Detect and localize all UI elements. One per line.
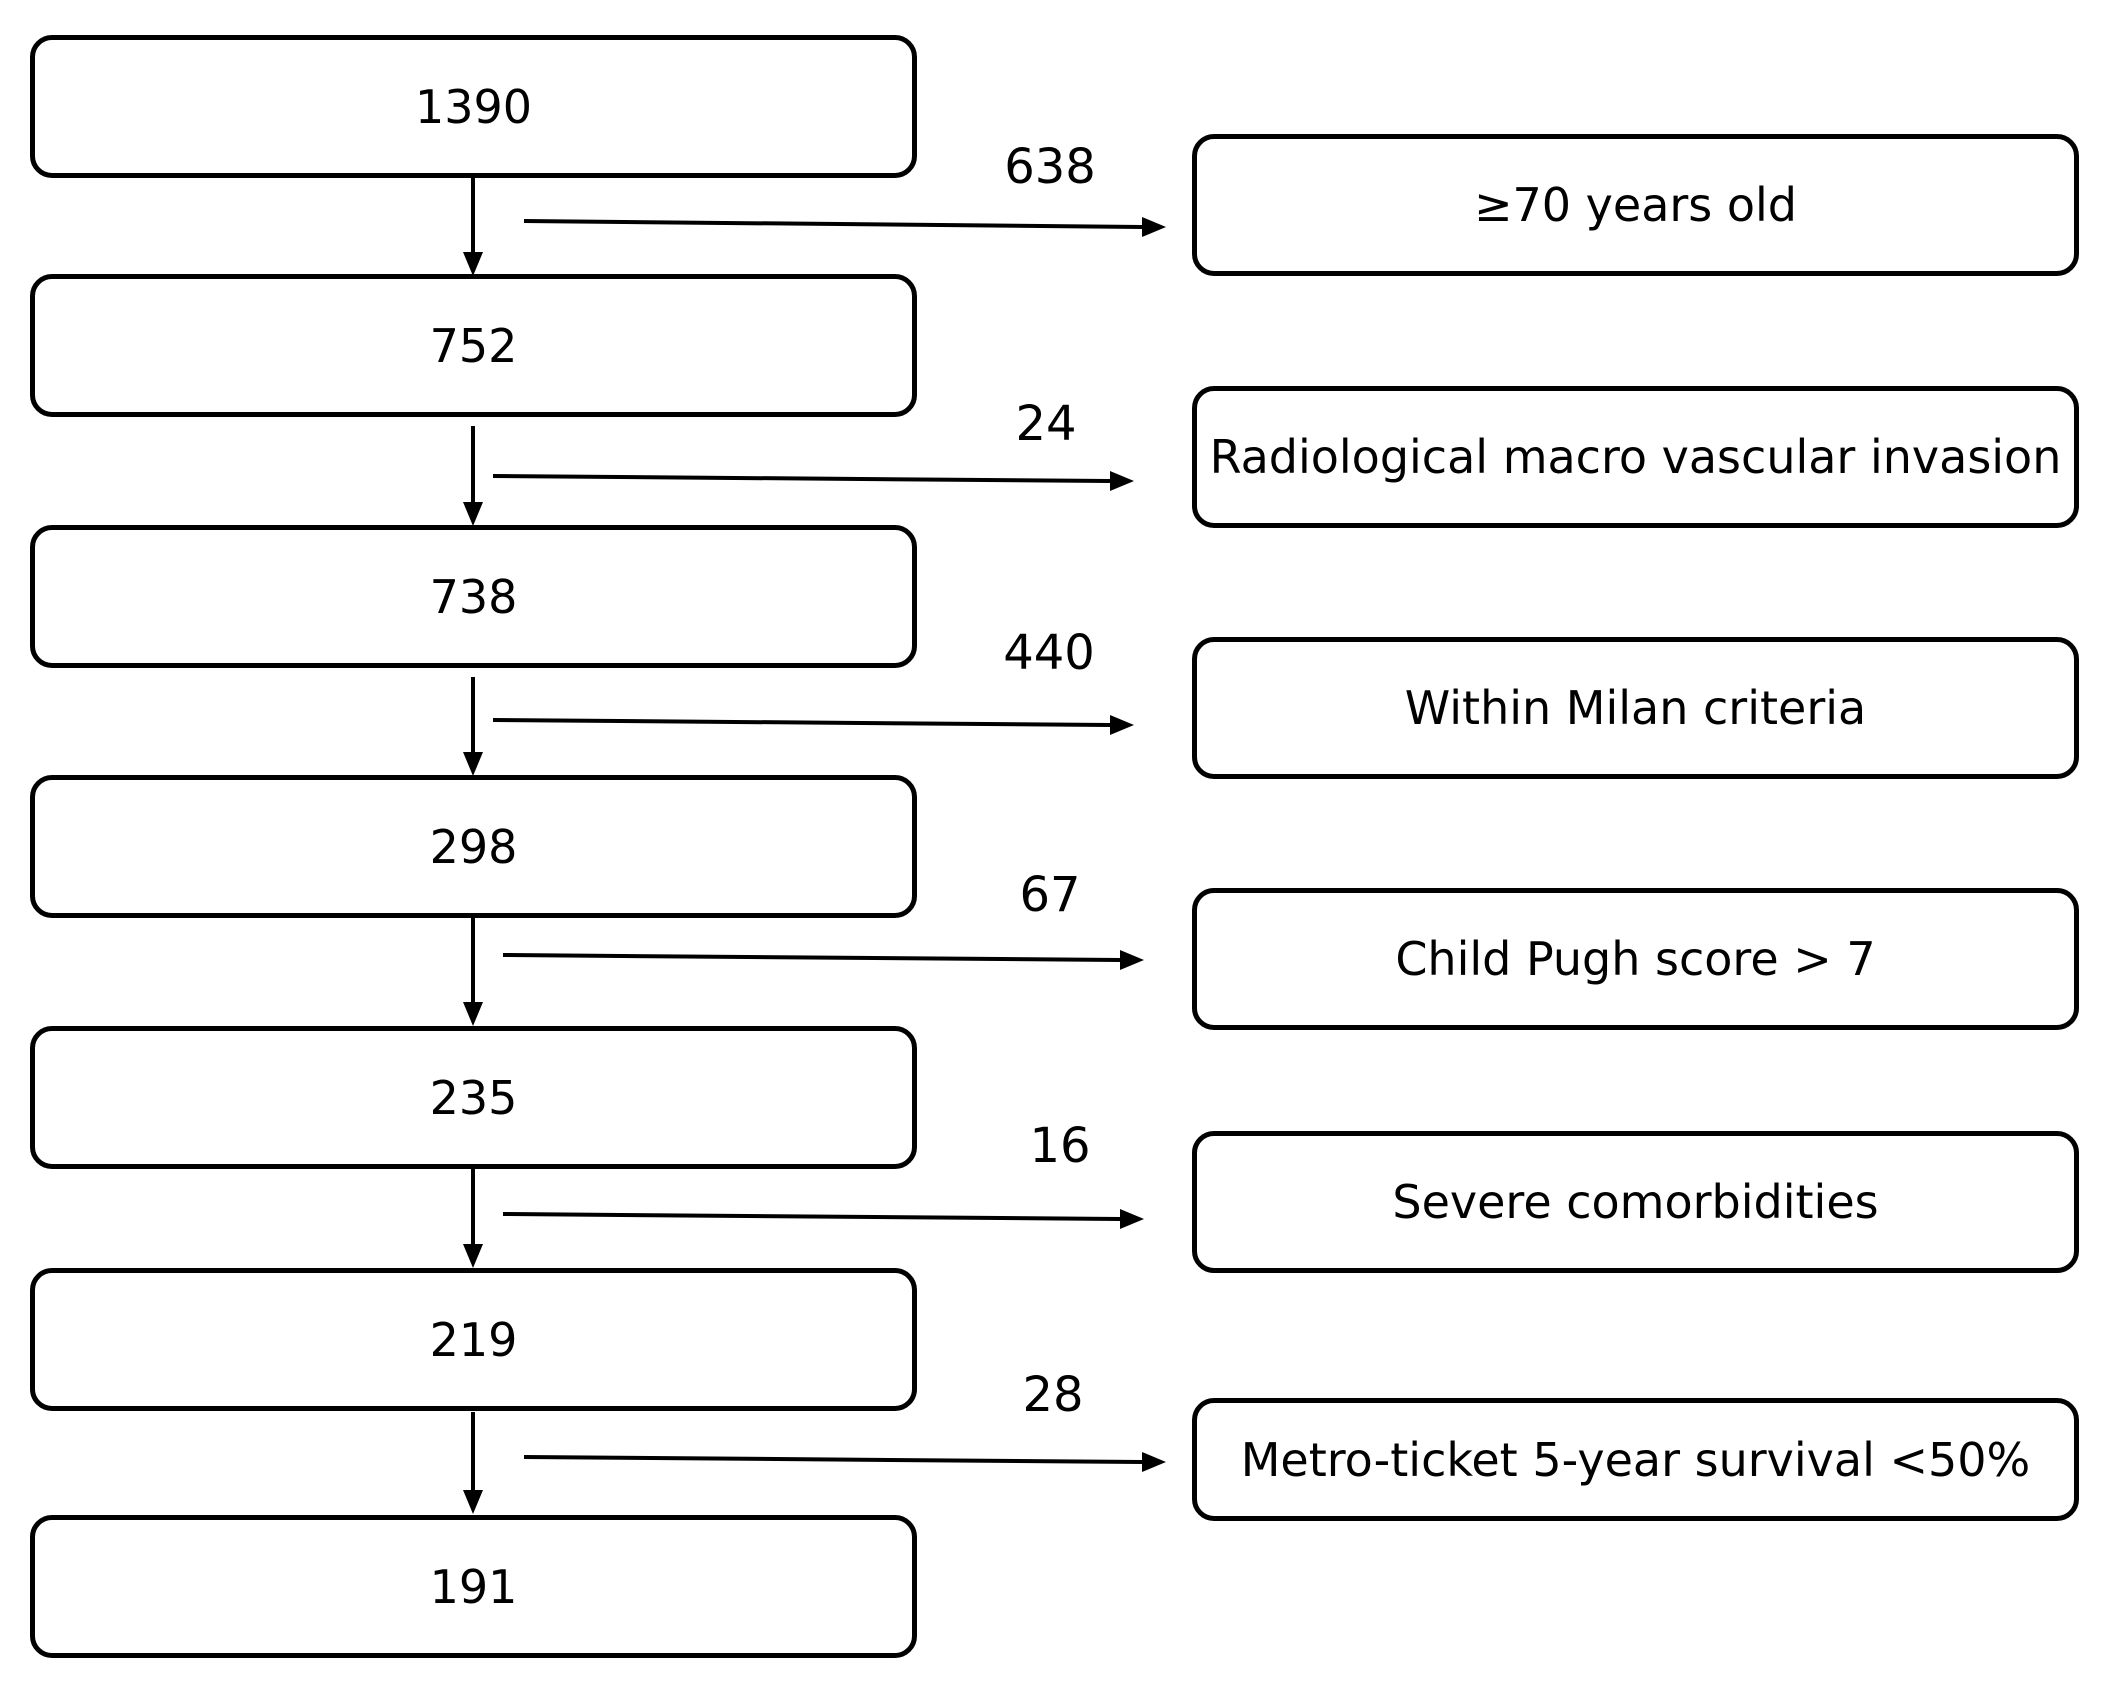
exclusion-arrow-1 (523, 219, 1143, 229)
excluded-count-1: 638 (1004, 139, 1096, 195)
stage-box-7: 191 (30, 1515, 917, 1658)
exclusion-arrow-5 (502, 1212, 1121, 1221)
stage-box-3: 738 (30, 525, 917, 668)
exclusion-reason: Child Pugh score > 7 (1395, 932, 1876, 986)
stage-box-4: 298 (30, 775, 917, 918)
flow-arrowhead-4 (463, 1002, 483, 1026)
exclusion-arrowhead-1 (1142, 217, 1166, 237)
exclusion-box-6: Metro-ticket 5-year survival <50% (1192, 1398, 2079, 1521)
exclusion-reason: Radiological macro vascular invasion (1209, 430, 2062, 484)
stage-count: 191 (429, 1559, 518, 1614)
flow-arrowhead-5 (463, 1244, 483, 1268)
stage-box-2: 752 (30, 274, 917, 417)
flow-arrows (463, 178, 483, 1514)
exclusion-arrows (492, 217, 1166, 1472)
exclusion-box-3: Within Milan criteria (1192, 637, 2079, 779)
excluded-count-3: 440 (1003, 625, 1095, 681)
exclusion-arrowhead-3 (1110, 715, 1134, 735)
exclusion-box-2: Radiological macro vascular invasion (1192, 386, 2079, 528)
exclusion-arrowhead-6 (1142, 1452, 1166, 1472)
exclusion-arrow-4 (502, 953, 1121, 962)
flow-arrowhead-3 (463, 752, 483, 776)
exclusion-arrow-6 (523, 1455, 1143, 1464)
exclusion-reason: ≥70 years old (1473, 178, 1798, 232)
stage-box-5: 235 (30, 1026, 917, 1169)
exclusion-box-4: Child Pugh score > 7 (1192, 888, 2079, 1030)
exclusion-box-5: Severe comorbidities (1192, 1131, 2079, 1273)
excluded-count-2: 24 (1015, 396, 1077, 452)
stage-count: 752 (429, 318, 518, 373)
excluded-count-6: 28 (1022, 1367, 1084, 1423)
stage-count: 298 (429, 819, 518, 874)
exclusion-arrowhead-5 (1120, 1209, 1144, 1229)
exclusion-arrow-2 (492, 474, 1111, 483)
stage-box-6: 219 (30, 1268, 917, 1411)
flow-arrowhead-2 (463, 502, 483, 526)
flow-arrowhead-6 (463, 1490, 483, 1514)
stage-count: 219 (429, 1312, 518, 1367)
exclusion-reason: Metro-ticket 5-year survival <50% (1240, 1432, 2031, 1487)
exclusion-arrowhead-2 (1110, 471, 1134, 491)
stage-count: 1390 (414, 79, 533, 134)
excluded-count-4: 67 (1019, 867, 1081, 923)
stage-count: 738 (429, 569, 518, 624)
exclusion-reason: Within Milan criteria (1404, 681, 1867, 735)
flow-arrowhead-1 (463, 252, 483, 276)
stage-box-1: 1390 (30, 35, 917, 178)
excluded-count-5: 16 (1029, 1118, 1091, 1174)
stage-count: 235 (429, 1070, 518, 1125)
exclusion-arrow-3 (492, 718, 1111, 727)
exclusion-box-1: ≥70 years old (1192, 134, 2079, 276)
exclusion-reason: Severe comorbidities (1392, 1175, 1879, 1229)
exclusion-arrowhead-4 (1120, 950, 1144, 970)
